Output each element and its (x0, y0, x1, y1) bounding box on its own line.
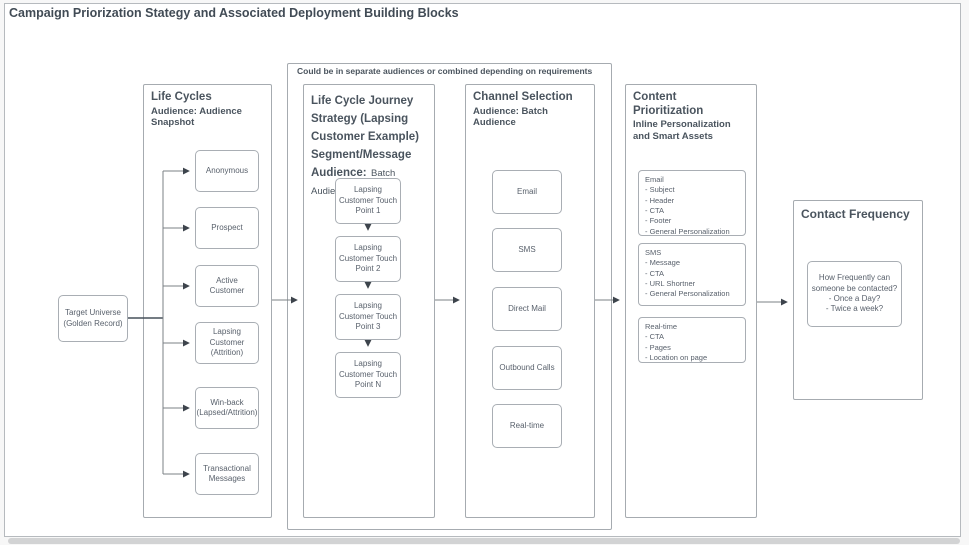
touch-point-label: Lapsing Customer Touch Point N (338, 359, 398, 390)
stage-label: Transactional Messages (203, 463, 251, 483)
channel-box-email: Email (492, 170, 562, 214)
content-box-title: Real-time (645, 322, 678, 331)
touch-point-label: Lapsing Customer Touch Point 1 (338, 185, 398, 216)
audience-group-note: Could be in separate audiences or combin… (297, 66, 593, 76)
touch-point-box-2: Lapsing Customer Touch Point 2 (335, 236, 401, 282)
stage-box-lapsing-customer: Lapsing Customer (Attrition) (195, 322, 259, 364)
stage-box-active-customer: Active Customer (195, 265, 259, 307)
channel-label: Email (516, 186, 537, 196)
target-universe-box: Target Universe (Golden Record) (58, 295, 128, 342)
stage-label: Anonymous (205, 165, 249, 175)
touch-point-box-3: Lapsing Customer Touch Point 3 (335, 294, 401, 340)
stage-label: Win-back (Lapsed/Attrition) (196, 397, 258, 417)
content-box-sms: SMS - Message - CTA - URL Shortner - Gen… (638, 243, 746, 306)
stage-box-transactional: Transactional Messages (195, 453, 259, 495)
content-title: Content Prioritization (633, 91, 704, 117)
contact-frequency-header: Contact Frequency (794, 201, 922, 227)
channel-label: SMS (518, 244, 536, 254)
journey-header: Life Cycle Journey Strategy (Lapsing Cus… (304, 85, 434, 205)
life-cycles-subtitle: Audience: Audience Snapshot (151, 105, 242, 129)
touch-point-label: Lapsing Customer Touch Point 2 (338, 243, 398, 274)
touch-point-box-1: Lapsing Customer Touch Point 1 (335, 178, 401, 224)
stage-label: Active Customer (209, 275, 245, 295)
channel-box-sms: SMS (492, 228, 562, 272)
content-box-items: - Message - CTA - URL Shortner - General… (645, 258, 730, 299)
stage-label: Lapsing Customer (Attrition) (209, 327, 245, 358)
channel-box-real-time: Real-time (492, 404, 562, 448)
content-box-items: - CTA - Pages - Location on page (645, 332, 708, 363)
channel-label: Direct Mail (508, 303, 546, 313)
journey-title: Life Cycle Journey Strategy (Lapsing Cus… (311, 95, 420, 179)
life-cycles-title: Life Cycles (151, 91, 212, 103)
channel-label: Outbound Calls (499, 362, 555, 372)
journey-subtitle: Batch Audience (311, 168, 396, 197)
life-cycles-header: Life Cycles Audience: Audience Snapshot (144, 85, 271, 135)
target-universe-label: Target Universe (Golden Record) (63, 308, 123, 328)
content-box-title: Email (645, 175, 664, 184)
diagram-title: Campaign Priorization Stategy and Associ… (9, 6, 459, 20)
channel-label: Real-time (509, 420, 545, 430)
channel-box-direct-mail: Direct Mail (492, 287, 562, 331)
contact-frequency-title: Contact Frequency (801, 207, 910, 221)
content-box-items: - Subject - Header - CTA - Footer - Gene… (645, 185, 730, 236)
content-header: Content Prioritization Inline Personaliz… (626, 85, 756, 149)
stage-box-prospect: Prospect (195, 207, 259, 249)
stage-label: Prospect (211, 222, 243, 232)
content-subtitle: Inline Personalization and Smart Assets (633, 119, 731, 142)
touch-point-label: Lapsing Customer Touch Point 3 (338, 301, 398, 332)
stage-box-win-back: Win-back (Lapsed/Attrition) (195, 387, 259, 429)
channel-box-outbound-calls: Outbound Calls (492, 346, 562, 390)
content-box-email: Email - Subject - Header - CTA - Footer … (638, 170, 746, 236)
contact-frequency-box: How Frequently can someone be contacted?… (807, 261, 902, 327)
content-box-real-time: Real-time - CTA - Pages - Location on pa… (638, 317, 746, 363)
channel-subtitle: Audience: Batch Audience (473, 105, 548, 129)
stage-box-anonymous: Anonymous (195, 150, 259, 192)
channel-title: Channel Selection (473, 91, 573, 103)
touch-point-box-n: Lapsing Customer Touch Point N (335, 352, 401, 398)
channel-header: Channel Selection Audience: Batch Audien… (466, 85, 594, 135)
contact-frequency-question: How Frequently can someone be contacted?… (811, 273, 898, 314)
content-box-title: SMS (645, 248, 662, 257)
horizontal-scrollbar[interactable] (8, 538, 960, 544)
